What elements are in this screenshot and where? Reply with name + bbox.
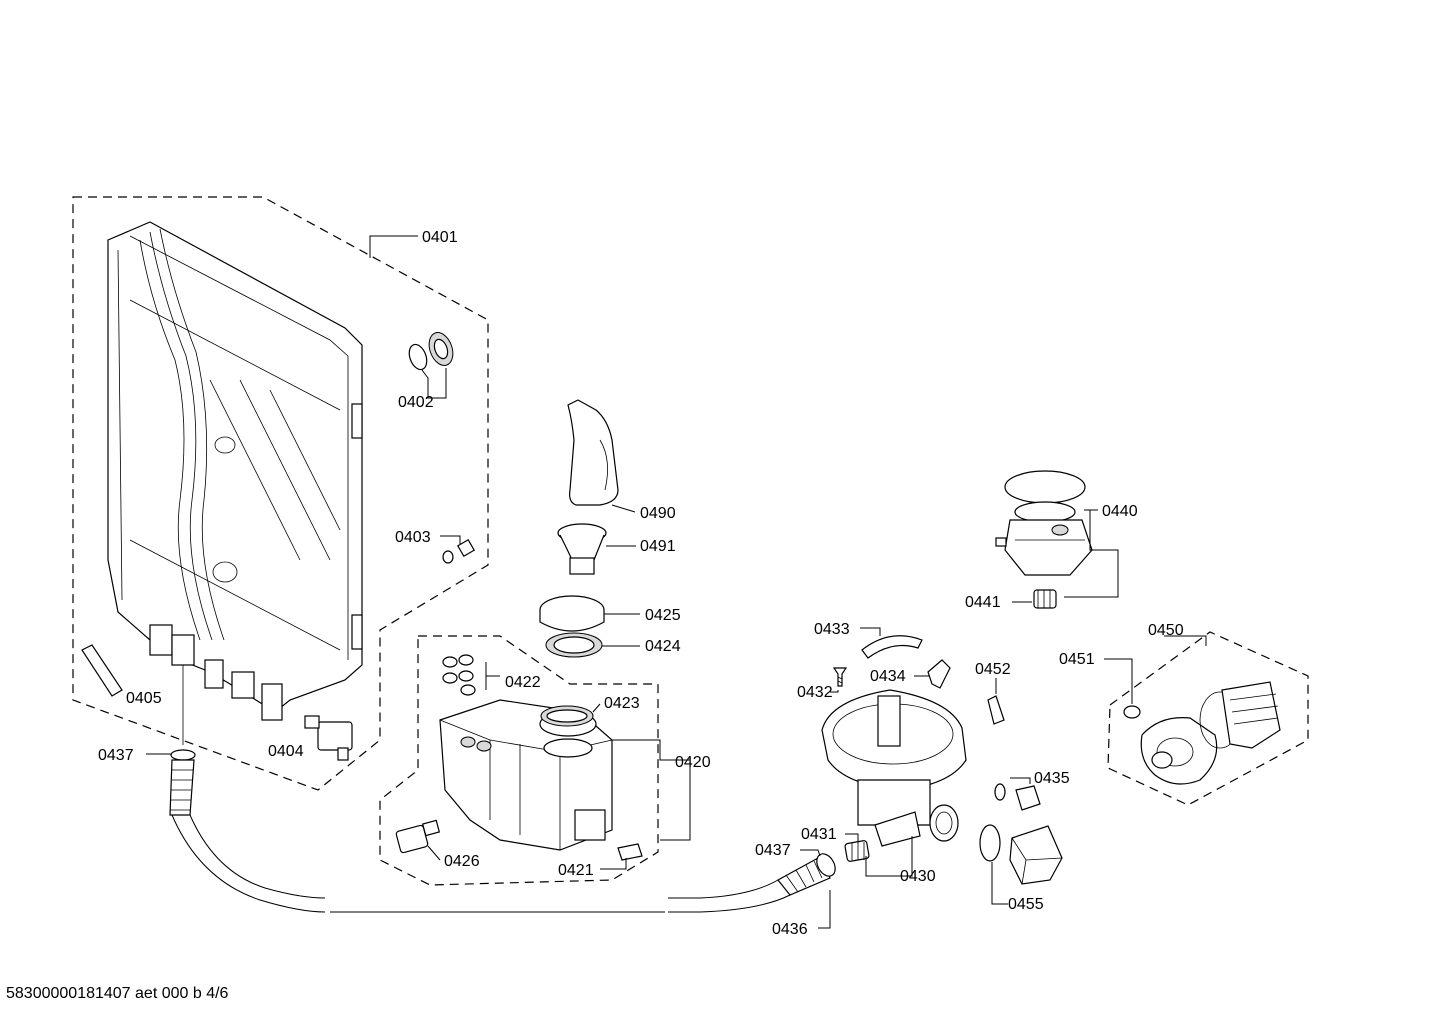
part-0425-lid: 0425 xyxy=(539,595,681,632)
part-0490-dispenser-funnel: 0490 xyxy=(567,399,676,522)
label-0403: 0403 xyxy=(395,529,431,546)
label-0436: 0436 xyxy=(772,921,808,938)
label-0452: 0452 xyxy=(975,661,1011,678)
part-0441-valve: 0441 xyxy=(965,589,1057,611)
label-0455: 0455 xyxy=(1008,896,1044,913)
group-0440-heater-housing xyxy=(995,470,1119,598)
label-0450: 0450 xyxy=(1148,622,1184,639)
group-0450-circulation-pump xyxy=(1104,631,1309,806)
label-0402: 0402 xyxy=(398,394,434,411)
label-0423: 0423 xyxy=(604,695,640,712)
label-0432: 0432 xyxy=(797,684,833,701)
label-0451: 0451 xyxy=(1059,651,1095,668)
part-0402-seal-rings: 0402 xyxy=(398,332,454,411)
part-0435-sensor: 0435 xyxy=(994,770,1070,811)
label-0426: 0426 xyxy=(444,853,480,870)
label-0437-b: 0437 xyxy=(755,842,791,859)
label-0431: 0431 xyxy=(801,826,837,843)
label-0405: 0405 xyxy=(126,690,162,707)
label-0430: 0430 xyxy=(900,868,936,885)
part-0491-cap: 0491 xyxy=(557,523,676,575)
part-0434-flap: 0434 xyxy=(870,659,951,689)
label-0401: 0401 xyxy=(422,229,458,246)
part-0433-guard: 0433 xyxy=(814,621,923,659)
label-0491: 0491 xyxy=(640,538,676,555)
part-0432-screw: 0432 xyxy=(797,667,848,701)
group-0401-side-panel xyxy=(72,196,489,791)
part-0452-clip: 0452 xyxy=(975,661,1011,725)
label-0437-a: 0437 xyxy=(98,747,134,764)
part-0431-nut: 0431 xyxy=(801,826,896,877)
group-0420-water-softener xyxy=(379,635,691,886)
label-0424: 0424 xyxy=(645,638,681,655)
part-0405-clip: 0405 xyxy=(81,644,162,707)
part-0424-ring: 0424 xyxy=(545,632,681,658)
label-0422: 0422 xyxy=(505,674,541,691)
drawing-id-footer: 58300000181407 aet 000 b 4/6 xyxy=(6,985,229,1002)
part-0426-sensor: 0426 xyxy=(395,819,480,870)
label-0425: 0425 xyxy=(645,607,681,624)
part-0455-pump: 0455 xyxy=(979,824,1063,913)
part-0436-drain-hose: 0437 0437 0436 xyxy=(98,747,836,938)
part-0422-small-seals: 0422 xyxy=(442,654,541,696)
label-0433: 0433 xyxy=(814,621,850,638)
label-0434: 0434 xyxy=(870,668,906,685)
label-0404: 0404 xyxy=(268,743,304,760)
label-0421: 0421 xyxy=(558,862,594,879)
group-0430-sump: 0430 xyxy=(821,689,967,885)
part-0421-clip: 0421 xyxy=(558,843,643,879)
label-0440: 0440 xyxy=(1102,503,1138,520)
part-0423-ring: 0423 xyxy=(540,695,640,727)
label-0420: 0420 xyxy=(675,754,711,771)
leader-0401: 0401 xyxy=(369,229,458,258)
part-0404-valve: 0404 xyxy=(268,715,353,761)
label-0441: 0441 xyxy=(965,594,1001,611)
label-0435: 0435 xyxy=(1034,770,1070,787)
part-0403-fittings: 0403 xyxy=(395,529,476,564)
label-0490: 0490 xyxy=(640,505,676,522)
